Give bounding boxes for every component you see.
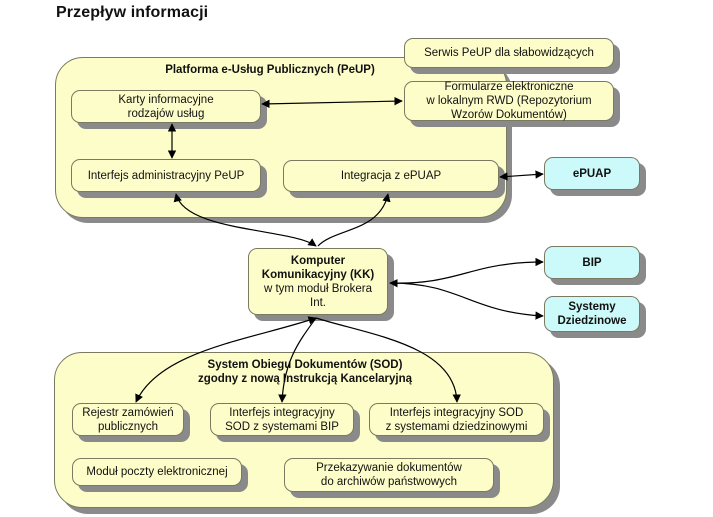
poczta-label: Moduł poczty elektronicznej (86, 466, 228, 478)
epuap-box: ePUAP (544, 157, 640, 190)
serwis-box: Serwis PeUP dla słabowidzących (404, 38, 614, 68)
kk-title: Komputer Komunikacyjny (KK) (261, 254, 375, 281)
rejestr-box: Rejestr zamówień publicznych (72, 403, 184, 436)
arrow-kk-bip (389, 257, 544, 288)
arrow-kk-systemy (389, 282, 544, 320)
epuap-label: ePUAP (572, 167, 612, 180)
karty-label: Karty informacyjne rodzajów usług (118, 93, 214, 120)
integracja-box: Integracja z ePUAP (283, 160, 499, 192)
poczta-box: Moduł poczty elektronicznej (72, 458, 242, 486)
karty-box: Karty informacyjne rodzajów usług (71, 90, 261, 123)
integracja-label: Integracja z ePUAP (340, 170, 442, 182)
archiwa-box: Przekazywanie dokumentów do archiwów pań… (284, 458, 494, 492)
bip-box: BIP (544, 246, 640, 279)
sod-panel-title: System Obiegu Dokumentów (SOD) zgodny z … (197, 359, 413, 385)
interfejs-dz-label: Interfejs integracyjny SOD z systemami d… (385, 406, 528, 433)
interfejs-bip-label: Interfejs integracyjny SOD z systemami B… (225, 406, 339, 433)
interfejs-admin-label: Interfejs administracyjny PeUP (87, 169, 245, 182)
page-title: Przepływ informacji (56, 4, 209, 21)
systemy-box: Systemy Dziedzinowe (544, 296, 640, 332)
interfejs-bip-box: Interfejs integracyjny SOD z systemami B… (210, 403, 354, 436)
peup-panel-title: Platforma e-Usług Publicznych (PeUP) (165, 64, 375, 76)
systemy-label: Systemy Dziedzinowe (557, 301, 627, 327)
formularze-label: Formularze elektroniczne w lokalnym RWD … (426, 81, 592, 121)
serwis-label: Serwis PeUP dla słabowidzących (424, 47, 594, 59)
kk-subtitle: w tym moduł Brokera Int. (263, 282, 372, 309)
bip-label: BIP (582, 256, 602, 269)
archiwa-label: Przekazywanie dokumentów do archiwów pań… (316, 462, 462, 488)
interfejs-dz-box: Interfejs integracyjny SOD z systemami d… (369, 403, 544, 436)
interfejs-admin-box: Interfejs administracyjny PeUP (71, 159, 261, 192)
formularze-box: Formularze elektroniczne w lokalnym RWD … (404, 81, 614, 121)
kk-box: Komputer Komunikacyjny (KK) w tym moduł … (248, 248, 388, 315)
rejestr-label: Rejestr zamówień publicznych (82, 406, 174, 433)
